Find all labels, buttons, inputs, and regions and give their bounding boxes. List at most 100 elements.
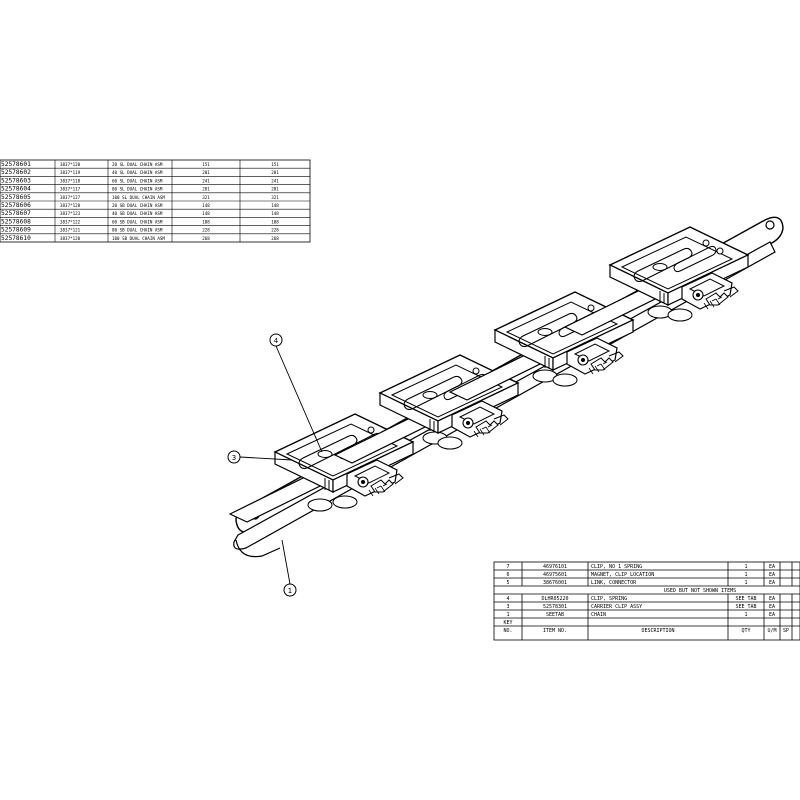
dash-table-cell: 3837*118 xyxy=(60,178,81,183)
dash-table-cell: 281 xyxy=(271,187,279,192)
dash-table-cell: 3837*117 xyxy=(60,187,81,192)
dash-table-cell: 281 xyxy=(202,187,210,192)
bom-header-key: KEY xyxy=(503,620,512,626)
bom-item: 46975601 xyxy=(543,572,567,578)
bom-item: 38676001 xyxy=(543,580,567,586)
chain-end-hole xyxy=(765,220,775,230)
bom-item: 46976101 xyxy=(543,564,567,570)
dash-table-cell: 52578606 xyxy=(1,202,31,209)
bom-um: EA xyxy=(769,580,775,586)
dash-table-cell: 3837*120 xyxy=(60,236,81,241)
dash-table-cell: 60 SB DUAL CHAIN ASM xyxy=(112,219,163,224)
callout-4 xyxy=(269,333,283,347)
bom-qty: 1 xyxy=(744,564,747,570)
dash-table-cell: 100 SB DUAL CHAIN ASM xyxy=(112,236,165,241)
bom-desc: MAGNET, CLIP LOCATION xyxy=(591,572,654,578)
dash-table-cell: 228 xyxy=(202,228,210,233)
dash-table-cell: 52578609 xyxy=(1,227,31,234)
dash-table-cell: 20 SB DUAL CHAIN ASM xyxy=(112,203,163,208)
dash-number-table: 52578601 3837*120 20 SL DUAL CHAIN ASM 151 1… xyxy=(0,159,311,243)
bom-um: EA xyxy=(769,572,775,578)
dash-table-cell: 100 SL DUAL CHAIN ASM xyxy=(112,195,165,200)
callout-balloons: 4 3 1 xyxy=(227,333,323,597)
callout-1 xyxy=(283,583,297,597)
dash-table-cell: 148 xyxy=(202,211,210,216)
callout-3-label: 3 xyxy=(232,454,236,462)
bom-qty: 1 xyxy=(744,580,747,586)
callout-4-label: 4 xyxy=(274,337,279,345)
dash-table-cell: 268 xyxy=(271,236,279,241)
bom-qty: 1 xyxy=(744,572,747,578)
callout-1-label: 1 xyxy=(288,587,292,595)
bom-desc: CHAIN xyxy=(591,612,606,618)
dash-table-cell: 151 xyxy=(202,162,210,167)
bom-used-not-shown: USED BUT NOT SHOWN ITEMS xyxy=(664,588,736,594)
bom-item: SEETAB xyxy=(546,612,564,618)
bom-qty: SEE TAB xyxy=(735,604,756,610)
bom-qty: SEE TAB xyxy=(735,596,756,602)
dash-table-cell: 80 SL DUAL CHAIN ASM xyxy=(112,187,163,192)
dash-table-cell: 3837*122 xyxy=(60,219,81,224)
dash-table-cell: 52578601 xyxy=(1,161,31,168)
bom-key: 3 xyxy=(506,604,509,610)
bom-um: EA xyxy=(769,596,775,602)
dash-table-cell: 188 xyxy=(202,219,210,224)
dash-table-cell: 52578607 xyxy=(1,210,31,217)
bom-key: 5 xyxy=(506,580,509,586)
bom-header-sp: SP xyxy=(783,628,789,634)
dash-table-cell: 201 xyxy=(202,170,210,175)
bom-desc: LINK, CONNECTOR xyxy=(591,580,637,586)
dash-table-cell: 52578603 xyxy=(1,177,31,184)
bom-header-key-no: NO. xyxy=(503,628,512,634)
dash-table-cell: 52578608 xyxy=(1,218,31,225)
dash-table-cell: 148 xyxy=(271,203,279,208)
bom-um: EA xyxy=(769,564,775,570)
bom-desc: CLIP, SPRING xyxy=(591,596,627,602)
bom-um: EA xyxy=(769,612,775,618)
bom-header-qty: QTY xyxy=(741,628,750,634)
dash-table-cell: 241 xyxy=(271,178,279,183)
bom-key: 7 xyxy=(506,564,509,570)
bom-desc: CLIP, NO 1 SPRING xyxy=(591,564,642,570)
chain-assembly xyxy=(229,216,784,558)
dash-table-cell: 80 SB DUAL CHAIN ASM xyxy=(112,228,163,233)
dash-table-cell: 40 SL DUAL CHAIN ASM xyxy=(112,170,163,175)
dash-table-cell: 40 SB DUAL CHAIN ASM xyxy=(112,211,163,216)
dash-table-cell: 188 xyxy=(271,219,279,224)
bom-um: EA xyxy=(769,604,775,610)
dash-table-cell: 148 xyxy=(202,203,210,208)
dash-table-cell: 60 SL DUAL CHAIN ASM xyxy=(112,178,163,183)
dash-table-cell: 268 xyxy=(202,236,210,241)
dash-table-cell: 228 xyxy=(271,228,279,233)
dash-table-cell: 52578605 xyxy=(1,194,31,201)
bom-key: 4 xyxy=(506,596,509,602)
dash-table-cell: 52578610 xyxy=(1,235,31,242)
bom-qty: 1 xyxy=(744,612,747,618)
bom-desc: CARRIER CLIP ASSY xyxy=(591,604,642,610)
bom-header-desc: DESCRIPTION xyxy=(641,628,674,634)
dash-table-cell: 151 xyxy=(271,162,279,167)
dash-table-cell: 52578604 xyxy=(1,186,31,193)
dash-table-cell: 321 xyxy=(202,195,210,200)
dash-table-cell: 148 xyxy=(271,211,279,216)
dash-table-cell: 52578602 xyxy=(1,169,31,176)
bill-of-materials: 7 46976101 CLIP, NO 1 SPRING 1 EA 6 4697… xyxy=(493,561,800,641)
dash-table-cell: 201 xyxy=(271,170,279,175)
bom-header-um: U/M xyxy=(767,628,776,634)
bom-key: 6 xyxy=(506,572,509,578)
dash-table-cell: 3837*123 xyxy=(60,211,81,216)
dash-table-cell: 3837*127 xyxy=(60,195,81,200)
dash-table-cell: 3837*119 xyxy=(60,170,81,175)
bom-header-item: ITEM NO. xyxy=(543,628,567,634)
dash-table-cell: 20 SL DUAL CHAIN ASM xyxy=(112,162,163,167)
dash-table-cell: 321 xyxy=(271,195,279,200)
dash-table-cell: 3837*128 xyxy=(60,203,81,208)
dash-table-cell: 3837*121 xyxy=(60,228,81,233)
bom-item: DLHR05220 xyxy=(541,596,568,602)
dash-table-cell: 241 xyxy=(202,178,210,183)
bom-key: 1 xyxy=(506,612,509,618)
callout-3 xyxy=(227,450,241,464)
bom-item: 52578301 xyxy=(543,604,567,610)
dash-table-cell: 3837*120 xyxy=(60,162,81,167)
